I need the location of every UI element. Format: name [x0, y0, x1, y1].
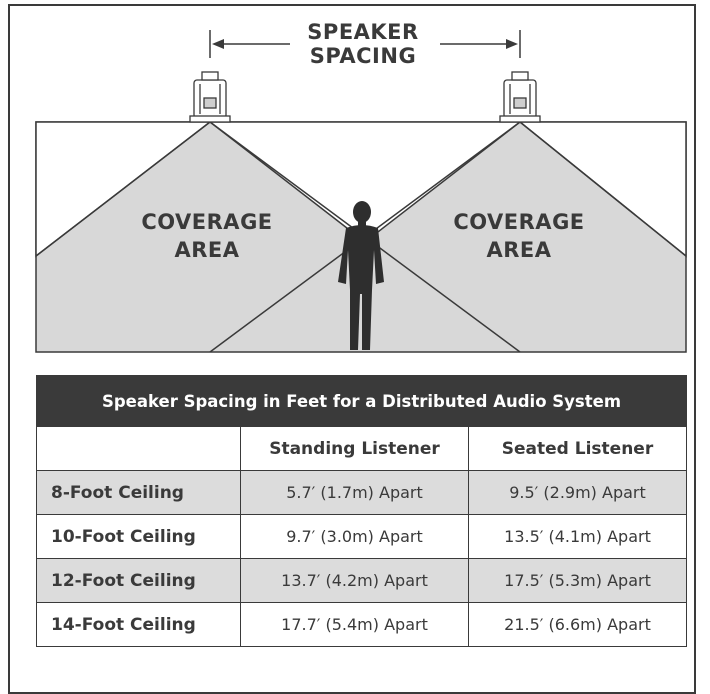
table-title: Speaker Spacing in Feet for a Distribute…: [36, 375, 687, 427]
coverage-area-left: COVERAGE AREA: [112, 208, 302, 264]
cone-line-right-b: [519, 121, 687, 257]
table-row: 12-Foot Ceiling 13.7′ (4.2m) Apart 17.5′…: [36, 558, 687, 603]
speaker-spacing-table: Speaker Spacing in Feet for a Distribute…: [36, 375, 687, 647]
table-row: 10-Foot Ceiling 9.7′ (3.0m) Apart 13.5′ …: [36, 514, 687, 559]
ceiling-label: 12-Foot Ceiling: [36, 558, 241, 603]
double-arrow-icon: [209, 30, 521, 58]
standing-value: 13.7′ (4.2m) Apart: [240, 558, 469, 603]
table-title-row: Speaker Spacing in Feet for a Distribute…: [36, 375, 687, 427]
speaker-spacing-diagram: SPEAKER SPACING COVERAGE AREA COVERAGE A…: [35, 20, 687, 353]
coverage-right-line2: AREA: [486, 238, 552, 262]
diagram-svg: [35, 30, 687, 353]
seated-value: 13.5′ (4.1m) Apart: [468, 514, 687, 559]
spacing-label-line1: SPEAKER: [307, 20, 419, 44]
speaker-spacing-label: SPEAKER SPACING: [285, 20, 441, 68]
standing-value: 9.7′ (3.0m) Apart: [240, 514, 469, 559]
uncovered-zone-top: [207, 121, 523, 243]
seated-value: 21.5′ (6.6m) Apart: [468, 602, 687, 647]
column-header-seated: Seated Listener: [468, 426, 687, 471]
standing-value: 17.7′ (5.4m) Apart: [240, 602, 469, 647]
standing-person-icon: [338, 201, 384, 350]
standing-value: 5.7′ (1.7m) Apart: [240, 470, 469, 515]
seated-value: 9.5′ (2.9m) Apart: [468, 470, 687, 515]
coverage-right-line1: COVERAGE: [453, 210, 585, 234]
ceiling-label: 8-Foot Ceiling: [36, 470, 241, 515]
spacing-label-line2: SPACING: [309, 44, 417, 68]
coverage-left-line1: COVERAGE: [141, 210, 273, 234]
ceiling-speaker-icon: [189, 71, 231, 123]
table-row: 14-Foot Ceiling 17.7′ (5.4m) Apart 21.5′…: [36, 602, 687, 647]
column-header-empty: [36, 426, 241, 471]
seated-value: 17.5′ (5.3m) Apart: [468, 558, 687, 603]
table-row: 8-Foot Ceiling 5.7′ (1.7m) Apart 9.5′ (2…: [36, 470, 687, 515]
ceiling-speaker-icon-right: [499, 71, 541, 123]
ceiling-label: 10-Foot Ceiling: [36, 514, 241, 559]
ceiling-label: 14-Foot Ceiling: [36, 602, 241, 647]
table-header-row: Standing Listener Seated Listener: [36, 426, 687, 471]
cone-line-left-a: [35, 121, 211, 257]
coverage-left-line2: AREA: [174, 238, 240, 262]
coverage-area-right: COVERAGE AREA: [424, 208, 614, 264]
column-header-standing: Standing Listener: [240, 426, 469, 471]
